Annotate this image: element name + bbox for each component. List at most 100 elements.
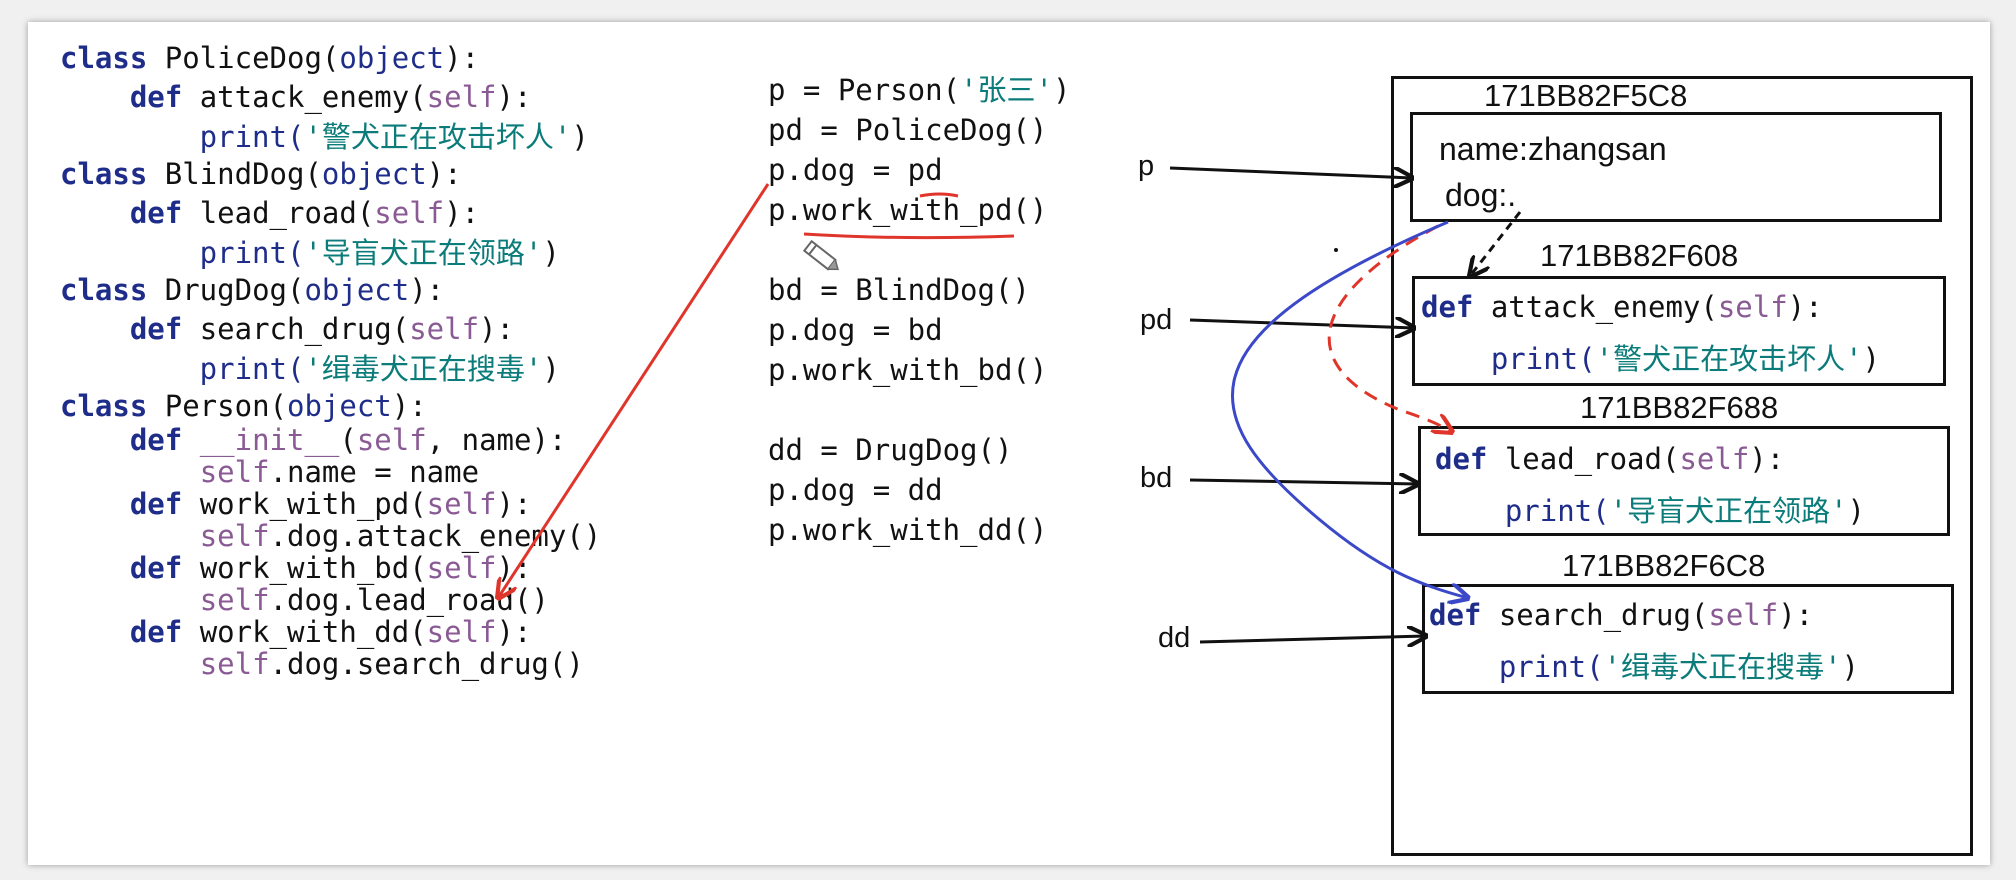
code-token: ): [444, 196, 480, 230]
code-token: ): [409, 273, 445, 307]
code-token: ): [426, 157, 462, 191]
code-token: def [1429, 598, 1499, 632]
code-token: print( [60, 120, 305, 154]
code-token: PoliceDog( [164, 41, 340, 75]
code-token: ): [496, 487, 532, 521]
code-token: self [426, 615, 497, 649]
code-token: def [60, 196, 200, 230]
code-token: def [1421, 290, 1491, 324]
code-line: class PoliceDog(object): [60, 40, 601, 76]
code-line: pd = PoliceDog() [768, 110, 1070, 150]
code-token: self [1679, 442, 1750, 476]
code-token: self [199, 583, 270, 617]
code-token: object [286, 389, 392, 423]
code-token: ) [1847, 494, 1865, 528]
blind-dog-method-code: def lead_road(self): print('导盲犬正在领路') [1435, 433, 1865, 537]
code-token: attack_enemy( [1490, 290, 1718, 324]
drug-dog-method-code: def search_drug(self): print('缉毒犬正在搜毒') [1429, 589, 1859, 693]
code-token: , name): [426, 423, 567, 457]
code-token: def [60, 551, 200, 585]
code-line [768, 390, 1070, 430]
code-token: self [1708, 598, 1779, 632]
code-token: ): [479, 312, 514, 346]
code-token: ) [1052, 73, 1071, 107]
code-token: ) [571, 120, 589, 154]
code-token: work_with_pd( [199, 487, 427, 521]
class-definitions-code: class PoliceDog(object): def attack_enem… [60, 40, 601, 680]
code-token: self [199, 647, 270, 681]
code-token: ): [1787, 290, 1823, 324]
blind-dog-object-box: def lead_road(self): print('导盲犬正在领路') [1418, 426, 1950, 536]
person-dog-field: dog:. [1445, 177, 1517, 213]
variable-label-bd: bd [1140, 462, 1173, 494]
code-line: def work_with_pd(self): [60, 488, 601, 520]
code-line: p.dog = bd [768, 310, 1070, 350]
code-token: self [199, 455, 270, 489]
code-token: .dog.attack_enemy() [269, 519, 602, 553]
police-dog-object-box: def attack_enemy(self): print('警犬正在攻击坏人'… [1412, 276, 1946, 386]
code-token: ) [542, 236, 560, 270]
code-token [60, 455, 200, 489]
code-token: self [1717, 290, 1788, 324]
code-token: p.dog = pd [768, 153, 943, 187]
code-line: print('警犬正在攻击坏人') [60, 118, 601, 156]
code-token: def [60, 80, 200, 114]
code-token: object [339, 41, 445, 75]
code-token: print( [60, 352, 305, 386]
code-line: print('导盲犬正在领路') [60, 234, 601, 272]
code-token: work_with_dd( [199, 615, 427, 649]
code-line: def search_drug(self): [1429, 589, 1859, 641]
code-line: self.dog.search_drug() [60, 648, 601, 680]
code-token: object [304, 273, 410, 307]
code-token: object [321, 157, 427, 191]
code-token [60, 647, 200, 681]
code-token: self [409, 312, 480, 346]
code-token: .dog.lead_road() [269, 583, 549, 617]
code-token: BlindDog( [164, 157, 322, 191]
code-token: '警犬正在攻击坏人' [1595, 342, 1863, 376]
code-token: .name = name [269, 455, 480, 489]
code-token: class [60, 41, 165, 75]
code-token: ): [444, 41, 480, 75]
code-token: ) [542, 352, 560, 386]
drug-dog-address: 171BB82F6C8 [1562, 548, 1766, 583]
variable-label-dd: dd [1158, 622, 1191, 654]
code-line: p = Person('张三') [768, 70, 1070, 110]
code-token: self [199, 519, 270, 553]
code-token: '张三' [960, 73, 1053, 107]
code-line: p.dog = dd [768, 470, 1070, 510]
code-line: print('缉毒犬正在搜毒') [60, 350, 601, 388]
code-token: search_drug( [1498, 598, 1709, 632]
code-token: class [60, 157, 165, 191]
code-line: p.work_with_bd() [768, 350, 1070, 390]
person-object-address: 171BB82F5C8 [1484, 78, 1688, 113]
blind-dog-address: 171BB82F688 [1580, 390, 1779, 425]
code-token: p.dog = dd [768, 473, 943, 507]
code-line: self.dog.lead_road() [60, 584, 601, 616]
code-line: def attack_enemy(self): [60, 76, 601, 118]
code-token: '警犬正在攻击坏人' [304, 120, 572, 154]
code-token: __init__ [199, 423, 340, 457]
code-token: p.work_with_dd() [768, 513, 1048, 547]
code-line: def lead_road(self): [1435, 433, 1865, 485]
code-token: p = Person( [768, 73, 961, 107]
code-token: self [426, 487, 497, 521]
code-token [60, 519, 200, 553]
code-token: dd = DrugDog() [768, 433, 1013, 467]
code-line: def attack_enemy(self): [1421, 281, 1880, 333]
code-line: def lead_road(self): [60, 192, 601, 234]
code-token: def [60, 615, 200, 649]
code-token: DrugDog( [164, 273, 305, 307]
code-token: self [374, 196, 445, 230]
code-token: .dog.search_drug() [269, 647, 584, 681]
code-token: class [60, 389, 165, 423]
code-token: ) [1841, 650, 1859, 684]
code-token: def [60, 423, 200, 457]
code-line: dd = DrugDog() [768, 430, 1070, 470]
code-token: self [426, 80, 497, 114]
slide [28, 22, 1990, 865]
code-token: print( [60, 236, 305, 270]
code-line: self.name = name [60, 456, 601, 488]
code-line: def work_with_dd(self): [60, 616, 601, 648]
code-token: lead_road( [199, 196, 375, 230]
